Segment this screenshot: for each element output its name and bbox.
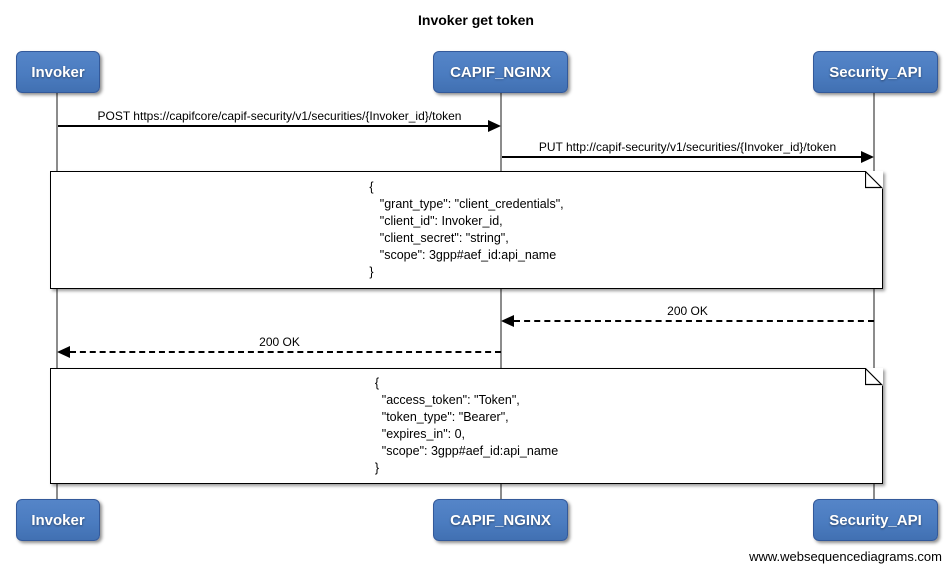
lifeline-security-api xyxy=(873,93,875,499)
websequencediagrams-credit: www.websequencediagrams.com xyxy=(749,549,942,564)
lifeline-capif-nginx xyxy=(500,93,502,499)
actor-label: CAPIF_NGINX xyxy=(450,63,551,81)
actor-label: Security_API xyxy=(829,63,922,81)
actor-label: Security_API xyxy=(829,511,922,529)
arrowhead-left-icon xyxy=(501,315,514,327)
message-line-200ok-security xyxy=(514,320,874,322)
actor-security-api-bottom: Security_API xyxy=(813,499,938,541)
note-fold-corner-icon xyxy=(865,368,883,386)
lifeline-invoker xyxy=(56,93,58,499)
message-line-200ok-capif xyxy=(70,351,501,353)
actor-invoker-top: Invoker xyxy=(16,51,100,93)
actor-invoker-bottom: Invoker xyxy=(16,499,100,541)
note-request-body-text: { "grant_type": "client_credentials", "c… xyxy=(369,180,564,279)
message-line-put-token xyxy=(502,156,861,158)
note-request-body: { "grant_type": "client_credentials", "c… xyxy=(50,171,883,289)
actor-security-api-top: Security_API xyxy=(813,51,938,93)
arrowhead-right-icon xyxy=(861,151,874,163)
actor-label: Invoker xyxy=(31,511,85,529)
actor-label: Invoker xyxy=(31,63,85,81)
message-label-200ok-security: 200 OK xyxy=(667,304,708,318)
note-response-body-text: { "access_token": "Token", "token_type":… xyxy=(374,376,559,475)
arrowhead-left-icon xyxy=(57,346,70,358)
actor-capif-nginx-top: CAPIF_NGINX xyxy=(433,51,568,93)
note-response-body: { "access_token": "Token", "token_type":… xyxy=(50,368,883,484)
message-label-post-token: POST https://capifcore/capif-security/v1… xyxy=(97,109,462,123)
note-fold-corner-icon xyxy=(865,171,883,189)
message-label-200ok-capif: 200 OK xyxy=(259,335,300,349)
message-label-put-token: PUT http://capif-security/v1/securities/… xyxy=(538,140,837,154)
diagram-title: Invoker get token xyxy=(418,12,534,28)
actor-capif-nginx-bottom: CAPIF_NGINX xyxy=(433,499,568,541)
arrowhead-right-icon xyxy=(488,120,501,132)
actor-label: CAPIF_NGINX xyxy=(450,511,551,529)
message-line-post-token xyxy=(58,125,489,127)
